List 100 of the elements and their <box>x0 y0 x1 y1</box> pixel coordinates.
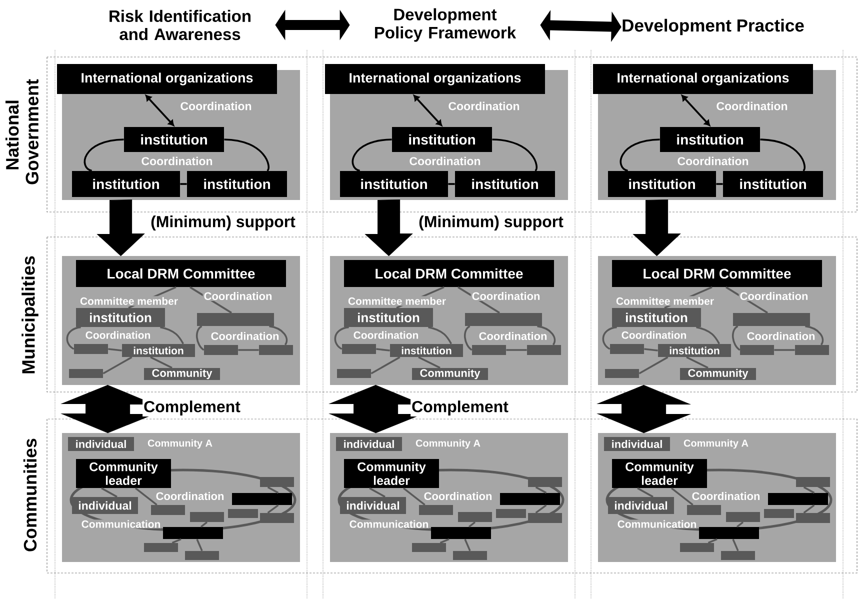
block-arrow <box>598 384 690 434</box>
blank-box <box>796 477 830 487</box>
blank-box <box>768 493 828 505</box>
blank-box <box>144 543 178 552</box>
blank-box <box>453 551 487 560</box>
connector-line <box>369 487 386 498</box>
connector-line <box>160 326 184 344</box>
connector-line <box>468 522 476 528</box>
connector-line <box>180 183 187 185</box>
institution-box: institution <box>723 171 824 197</box>
blank-box <box>204 345 238 355</box>
block-arrow <box>275 10 350 40</box>
connector-line <box>172 538 182 544</box>
edge-label: (Minimum) support <box>418 214 564 232</box>
connector-line <box>736 522 744 528</box>
connector-line <box>803 504 815 514</box>
connector-line <box>670 488 694 506</box>
diagram-label: Coordination <box>84 330 152 340</box>
edge-label: Committee member <box>615 296 716 306</box>
blank-box <box>680 543 714 552</box>
blank-box <box>232 493 292 505</box>
blank-box <box>419 505 453 515</box>
institution-box: institution <box>658 344 731 357</box>
institution-box: institution <box>76 308 165 327</box>
organization-box: International organizations <box>593 64 814 94</box>
edge-label: Committee member <box>79 296 180 306</box>
connector-line <box>200 522 208 528</box>
blank-box <box>764 509 794 518</box>
institution-box: institution <box>187 171 287 197</box>
connector-line <box>686 356 708 369</box>
blank-box <box>795 345 830 355</box>
connector-line <box>464 325 472 351</box>
blank-box <box>465 313 542 326</box>
connector-line <box>464 538 471 552</box>
connector-line <box>102 356 132 374</box>
connector-line <box>134 488 158 506</box>
blank-box <box>228 509 258 518</box>
connector-line <box>774 349 795 351</box>
blank-box <box>412 543 446 552</box>
connector-line <box>428 326 452 344</box>
connector-line <box>238 349 259 351</box>
institution-box: institution <box>390 344 463 357</box>
individual-box: individual <box>336 437 402 451</box>
blank-box <box>740 345 774 355</box>
blank-box <box>74 344 108 354</box>
edge-label: Committee member <box>347 296 448 306</box>
blank-box <box>151 505 185 515</box>
edge-label: Complement <box>142 400 242 416</box>
column-heading: Development Policy Framework <box>375 8 516 42</box>
community-box: Community <box>680 368 756 380</box>
institution-box: institution <box>124 127 224 152</box>
blank-box <box>260 513 294 523</box>
blank-box <box>431 527 491 539</box>
blank-box <box>721 551 755 560</box>
edge-label: Coordination <box>715 100 789 112</box>
connector-line <box>602 326 617 350</box>
blank-box <box>528 513 562 523</box>
row-label: Municipalities <box>22 256 38 374</box>
diagram-label: Communication <box>80 520 162 528</box>
committee-box: Local DRM Committee <box>344 260 554 287</box>
institution-box: institution <box>122 344 195 357</box>
blank-box <box>605 369 639 378</box>
connector-line <box>84 138 124 172</box>
connector-line <box>352 138 392 172</box>
institution-box: institution <box>340 171 448 197</box>
column-heading: Risk Identification and Awareness <box>110 10 250 40</box>
edge-label: (Minimum) support <box>150 214 296 232</box>
blank-box <box>260 477 294 487</box>
edge-label: Coordination <box>447 100 521 112</box>
connector-line <box>150 356 172 369</box>
individual-box: individual <box>68 437 134 451</box>
connector-line <box>402 488 426 506</box>
connector-line <box>101 487 118 498</box>
institution-box: institution <box>72 171 180 197</box>
connector-line <box>376 348 390 352</box>
connector-line <box>196 325 204 351</box>
institution-box: institution <box>455 171 555 197</box>
blank-box <box>726 512 760 522</box>
blank-box <box>687 505 722 515</box>
diagram-label: Communication <box>616 520 698 528</box>
connector-line <box>448 183 455 185</box>
blank-box <box>342 344 376 354</box>
edge-label: Complement <box>410 400 510 416</box>
committee-box: Local DRM Committee <box>612 260 822 287</box>
community-box: Community <box>412 368 488 380</box>
connector-line <box>267 504 279 514</box>
blank-box <box>197 313 274 326</box>
blank-box <box>190 512 224 522</box>
connector-line <box>638 356 668 374</box>
community-box: Community <box>144 368 220 380</box>
edge-label: Coordination <box>179 100 253 112</box>
connector-line <box>803 486 815 494</box>
connector-line <box>535 486 547 494</box>
individual-box: individual <box>604 437 670 451</box>
connector-line <box>535 504 547 514</box>
individual-box: individual <box>340 497 406 514</box>
connector-line <box>637 487 654 498</box>
connector-line <box>620 138 660 172</box>
connector-line <box>418 356 440 369</box>
connector-line <box>644 348 658 352</box>
